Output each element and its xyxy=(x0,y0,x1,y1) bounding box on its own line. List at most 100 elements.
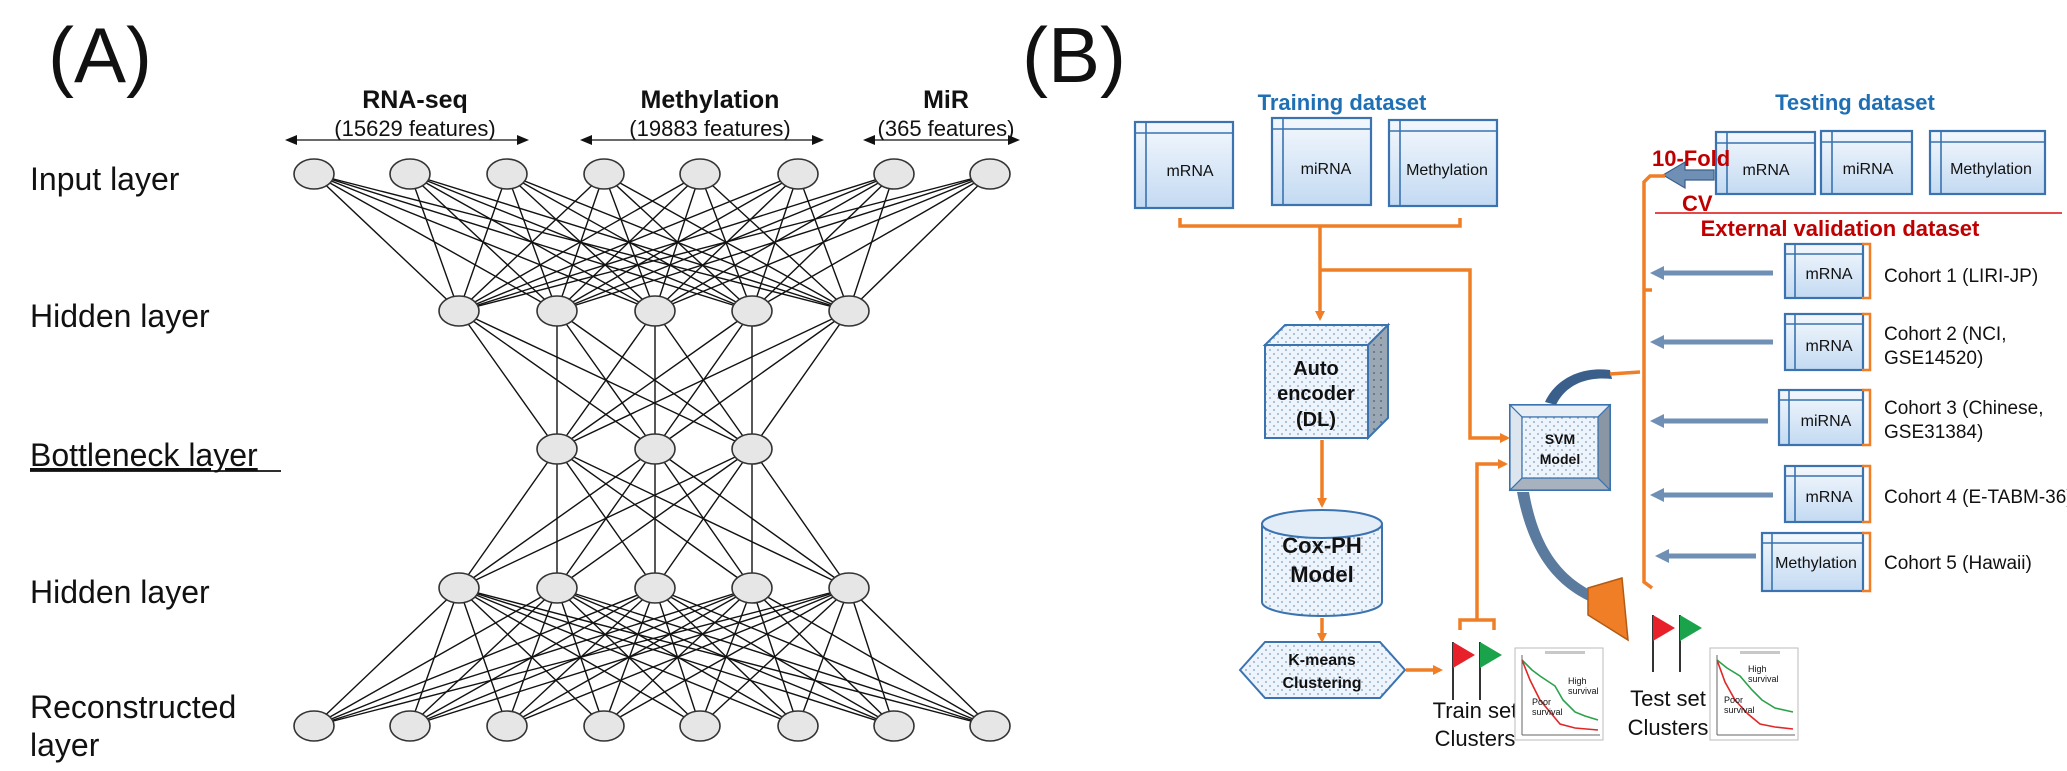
network-edge xyxy=(556,448,753,589)
network-node xyxy=(828,572,870,604)
kmeans-text-2: Clustering xyxy=(1282,675,1361,692)
network-edge xyxy=(409,587,850,727)
test-cluster-flags xyxy=(1652,615,1702,672)
network-node xyxy=(536,433,578,465)
testing-box-mrna: mRNA xyxy=(1714,130,1817,196)
network-edge xyxy=(848,587,991,727)
cohort-box-label: miRNA xyxy=(1801,413,1852,430)
network-edge xyxy=(458,310,558,450)
group-features: (15629 features) xyxy=(334,116,495,141)
network-node xyxy=(731,295,773,327)
network-node xyxy=(969,158,1011,190)
autoencoder-text-3: (DL) xyxy=(1296,409,1336,431)
network-node xyxy=(679,158,721,190)
network-node xyxy=(873,710,915,742)
cv-label-cv: CV xyxy=(1682,191,1713,216)
network-edge xyxy=(313,587,850,727)
cohort-1: mRNA Cohort 1 (LIRI-JP) xyxy=(1650,242,2038,300)
svm-to-validation-line xyxy=(1609,370,1641,376)
test-km-plot: High survival Poor survival xyxy=(1709,647,1799,741)
external-validation-title: External validation dataset xyxy=(1701,216,1980,241)
network-edge xyxy=(458,448,656,589)
train-clusters-bracket xyxy=(1458,618,1496,630)
autoencoder-cube: Auto encoder (DL) xyxy=(1262,322,1391,441)
network-edge xyxy=(313,587,460,727)
network-node xyxy=(536,295,578,327)
feature-group-rnaseq: RNA-seq (15629 features) xyxy=(285,86,529,145)
network-edge xyxy=(751,448,850,589)
network-edge xyxy=(313,587,558,727)
svg-text:miRNA: miRNA xyxy=(1843,161,1894,178)
network-node xyxy=(634,433,676,465)
km-high-label: High xyxy=(1748,664,1767,674)
network-edge xyxy=(458,173,508,312)
train-clusters-text-1: Train set xyxy=(1433,698,1518,723)
layer-label-hidden-1: Hidden layer xyxy=(30,298,210,334)
coxph-text-2: Model xyxy=(1290,562,1354,587)
km-poor-label: Poor xyxy=(1724,695,1743,705)
network-node xyxy=(828,295,870,327)
network-node xyxy=(583,710,625,742)
network-edge xyxy=(654,310,850,450)
flow-to-svm xyxy=(1320,268,1510,443)
feature-group-methylation: Methylation (19883 features) xyxy=(580,86,824,145)
network-edge xyxy=(751,173,991,312)
network-node xyxy=(969,710,1011,742)
network-node xyxy=(731,572,773,604)
network-edge xyxy=(313,587,656,727)
layer-label-input: Input layer xyxy=(30,161,180,197)
network-edges xyxy=(313,173,991,727)
network-edge xyxy=(603,587,850,727)
layer-label-reconstructed-2: layer xyxy=(30,727,100,763)
network-edge xyxy=(458,448,558,589)
network-node xyxy=(583,158,625,190)
network-edge xyxy=(458,448,753,589)
test-clusters-text-2: Clusters xyxy=(1628,715,1709,740)
svg-text:Methylation: Methylation xyxy=(1950,161,2032,178)
network-edge xyxy=(458,173,701,312)
external-cohorts: mRNA Cohort 1 (LIRI-JP) mRNA Cohort 2 (N… xyxy=(1650,242,2067,593)
km-poor-label-2: survival xyxy=(1532,707,1563,717)
network-node xyxy=(389,158,431,190)
panel-a-label: (A) xyxy=(48,11,152,99)
group-features: (19883 features) xyxy=(629,116,790,141)
network-edge xyxy=(313,173,558,312)
training-dataset-title: Training dataset xyxy=(1258,90,1427,115)
cohort-label: Cohort 1 (LIRI-JP) xyxy=(1884,266,2038,287)
km-poor-label: Poor xyxy=(1532,697,1551,707)
network-node xyxy=(536,572,578,604)
training-bracket xyxy=(1178,218,1462,228)
network-node xyxy=(486,158,528,190)
svg-text:Methylation: Methylation xyxy=(1406,162,1488,179)
testing-box-mirna: miRNA xyxy=(1819,129,1914,196)
svm-text-1: SVM xyxy=(1545,431,1575,447)
network-node xyxy=(389,710,431,742)
svm-to-test-curve-arrow xyxy=(1517,492,1629,642)
kmeans-text-1: K-means xyxy=(1288,652,1356,669)
validation-bracket xyxy=(1642,174,1665,590)
network-edge xyxy=(458,173,799,312)
network-edge xyxy=(556,310,850,450)
test-clusters-text-1: Test set xyxy=(1630,686,1706,711)
svm-text-2: Model xyxy=(1540,451,1580,467)
svm-model-box: SVM Model xyxy=(1508,403,1612,492)
training-box-mirna: miRNA xyxy=(1270,116,1373,207)
network-edge xyxy=(506,587,850,727)
cohort-box-label: mRNA xyxy=(1805,489,1852,506)
kmeans-hexagon: K-means Clustering xyxy=(1238,641,1407,699)
network-edge xyxy=(654,448,753,589)
network-node xyxy=(486,710,528,742)
feature-group-mir: MiR (365 features) xyxy=(863,86,1020,145)
network-node xyxy=(731,433,773,465)
coxph-cylinder: Cox-PH Model xyxy=(1261,509,1383,617)
train-cluster-flags xyxy=(1452,642,1502,700)
cv-double-arrow xyxy=(1661,160,1715,190)
testing-box-methylation: Methylation xyxy=(1928,129,2047,196)
cohort-label-2: GSE14520) xyxy=(1884,348,1983,369)
network-node xyxy=(438,295,480,327)
network-nodes xyxy=(293,158,1011,742)
network-edge xyxy=(458,173,605,312)
cohort-5: Methylation Cohort 5 (Hawaii) xyxy=(1655,531,2032,593)
network-node xyxy=(777,158,819,190)
